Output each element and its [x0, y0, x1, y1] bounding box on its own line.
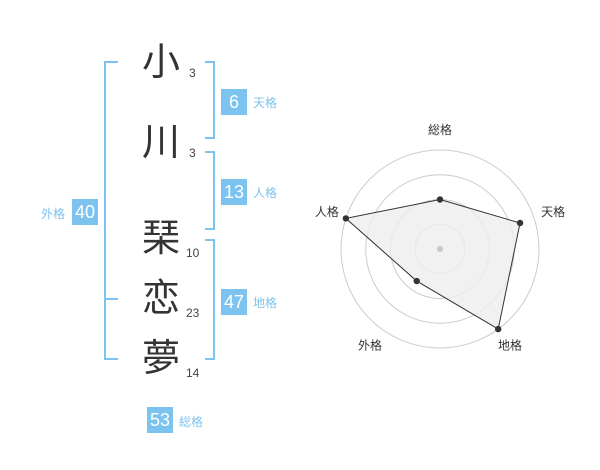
name-char-3: 琹 — [142, 216, 181, 260]
jinkaku-label: 人格 — [253, 186, 278, 200]
chikaku-bracket — [205, 239, 215, 360]
gaikaku-value: 40 — [72, 199, 98, 225]
gaikaku-label: 外格 — [41, 207, 66, 221]
chikaku-value: 47 — [221, 289, 247, 315]
radar-axis-label-1: 総格 — [428, 122, 452, 137]
radar-grid-ring — [340, 149, 540, 349]
name-char-1: 小 — [142, 40, 181, 84]
radar-point-4 — [413, 277, 420, 285]
stroke-count-5: 14 — [186, 366, 200, 380]
soukaku-value: 53 — [147, 407, 173, 433]
radar-axis-label-3: 地格 — [498, 337, 522, 352]
radar-axis-label-2: 天格 — [541, 204, 565, 219]
gaikaku-bracket — [104, 61, 118, 360]
radar-axis-label-4: 外格 — [358, 337, 382, 352]
radar-point-5 — [342, 215, 350, 222]
tenkaku-label: 天格 — [253, 96, 278, 110]
tenkaku-bracket — [205, 61, 215, 139]
chikaku-label: 地格 — [253, 296, 278, 310]
radar-data-polygon — [344, 198, 521, 330]
radar-point-2 — [516, 219, 524, 227]
stroke-count-2: 3 — [189, 146, 196, 160]
stroke-count-3: 10 — [186, 246, 200, 260]
tenkaku-value: 6 — [221, 89, 247, 115]
gaikaku-bracket-tick — [104, 298, 118, 300]
name-char-4: 恋 — [142, 276, 181, 320]
name-char-2: 川 — [142, 120, 181, 164]
radar-point-1 — [436, 196, 444, 203]
name-char-5: 夢 — [142, 336, 181, 380]
soukaku-label: 総格 — [179, 415, 204, 429]
jinkaku-bracket — [205, 151, 215, 230]
jinkaku-value: 13 — [221, 179, 247, 205]
stroke-count-1: 3 — [189, 66, 196, 80]
stroke-count-4: 23 — [186, 306, 200, 320]
radar-point-3 — [494, 325, 502, 333]
radar-axis-label-5: 人格 — [315, 204, 339, 219]
radar-center-dot — [437, 246, 443, 252]
